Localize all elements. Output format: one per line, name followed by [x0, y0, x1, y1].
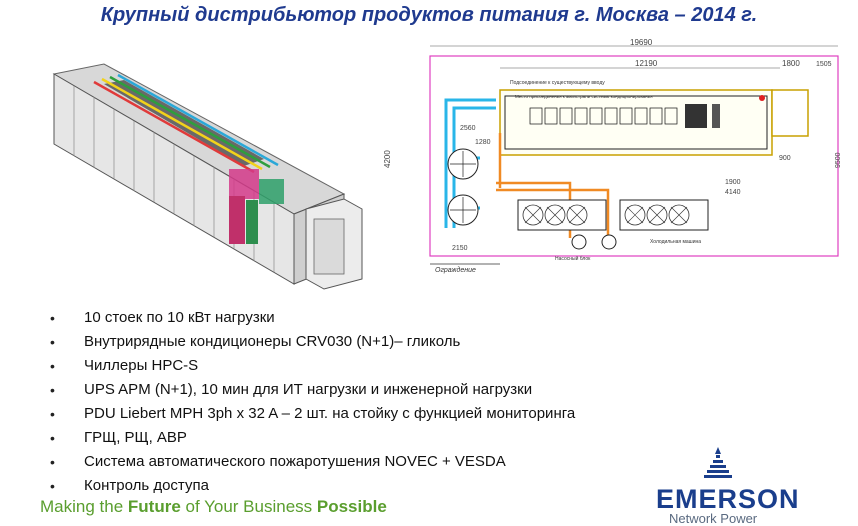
- tagline-possible: Possible: [316, 497, 387, 516]
- dim-1505: 1505: [816, 61, 832, 68]
- plan-note-1: Подсоединение к существующему вводу: [510, 80, 605, 86]
- dim-900: 900: [779, 155, 791, 162]
- dim-2150: 2150: [452, 245, 468, 252]
- feature-text: ГРЩ, РЩ, АВР: [84, 429, 187, 446]
- feature-item: • Контроль доступа: [40, 474, 575, 498]
- bullet-glyph: •: [50, 478, 55, 494]
- bullet-glyph: •: [50, 358, 55, 374]
- emerson-wordmark: EMERSON: [656, 484, 800, 514]
- bullet-glyph: •: [50, 382, 55, 398]
- container-isometric-image: [52, 63, 363, 290]
- dim-1900: 1900: [725, 179, 741, 186]
- feature-item: • PDU Liebert MPH 3ph x 32 A – 2 шт. на с…: [40, 402, 575, 426]
- bullet-glyph: •: [50, 406, 55, 422]
- feature-text: Чиллеры HPC-S: [84, 357, 199, 374]
- tagline-part1: Making the: [40, 497, 128, 516]
- tagline-part3: of Your Business: [180, 497, 317, 516]
- label-pump: Насосный блок: [555, 255, 591, 262]
- bullet-glyph: •: [50, 334, 55, 350]
- feature-item: • Внутрирядные кондиционеры CRV030 (N+1)–…: [40, 330, 575, 354]
- feature-text: PDU Liebert MPH 3ph x 32 A – 2 шт. на ст…: [84, 405, 576, 422]
- slide-title: Крупный дистрибьютор продуктов питания г…: [100, 4, 758, 26]
- dim-1280: 1280: [475, 139, 491, 146]
- emerson-icon: [704, 447, 732, 478]
- bullet-glyph: •: [50, 430, 55, 446]
- network-power-label: Network Power: [669, 511, 758, 526]
- dim-top: 12190: [635, 59, 658, 68]
- dim-9500: 9500: [835, 152, 842, 168]
- dim-2560: 2560: [460, 125, 476, 132]
- bullet-glyph: •: [50, 310, 55, 326]
- fence-label: Ограждение: [435, 266, 476, 274]
- dim-total: 19690: [630, 38, 653, 47]
- tagline: Making the Future of Your Business Possi…: [40, 497, 387, 517]
- feature-list: • 10 стоек по 10 кВт нагрузки • Внутрирядн…: [40, 306, 575, 498]
- dim-4140: 4140: [725, 189, 741, 196]
- feature-text: 10 стоек по 10 кВт нагрузки: [84, 309, 275, 326]
- tagline-future: Future: [127, 497, 181, 516]
- feature-item: • ГРЩ, РЩ, АВР: [40, 426, 575, 450]
- feature-text: Система автоматического пожаротушения NO…: [84, 453, 506, 470]
- dim-1800: 1800: [782, 59, 800, 68]
- feature-text: Контроль доступа: [84, 477, 209, 494]
- dim-4200: 4200: [383, 150, 392, 168]
- bullet-glyph: •: [50, 454, 55, 470]
- plan-note-2: Место присоединения к магистрали системы…: [515, 94, 653, 99]
- feature-item: • Система автоматического пожаротушения N…: [40, 450, 575, 474]
- feature-item: • UPS APM (N+1), 10 мин для ИТ нагрузки и…: [40, 378, 575, 402]
- feature-text: UPS APM (N+1), 10 мин для ИТ нагрузки и …: [84, 381, 533, 398]
- feature-item: • Чиллеры HPC-S: [40, 354, 575, 378]
- feature-text: Внутрирядные кондиционеры CRV030 (N+1)– …: [84, 333, 461, 350]
- label-cooling: Холодильная машина: [650, 239, 701, 245]
- site-plan-drawing: 19690 12190 1800 1505 900 Подсоединение …: [383, 38, 842, 274]
- feature-item: • 10 стоек по 10 кВт нагрузки: [40, 306, 575, 330]
